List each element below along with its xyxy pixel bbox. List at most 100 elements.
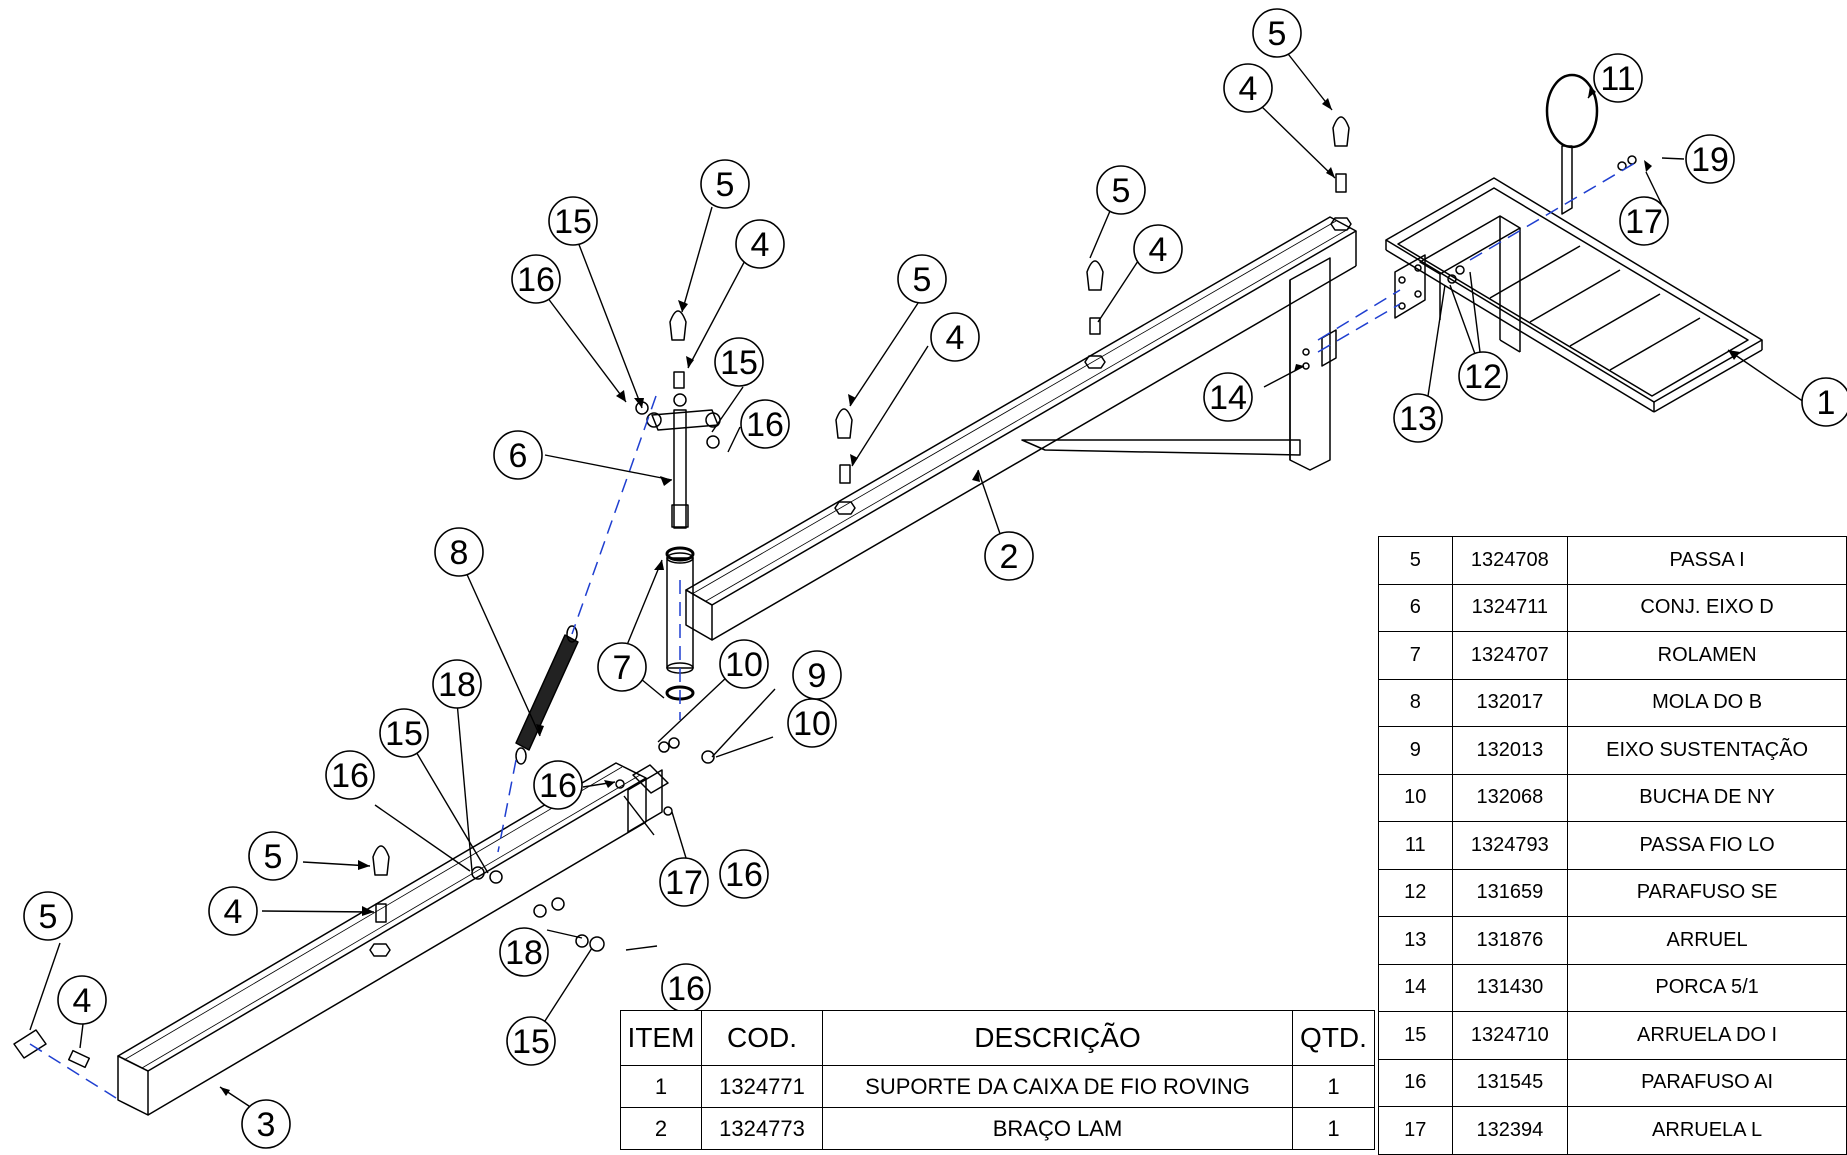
- description-cell: CONJ. EIXO D: [1567, 583, 1847, 632]
- callout-number: 6: [509, 437, 528, 475]
- callout-number: 16: [667, 970, 705, 1008]
- callout-number: 5: [913, 261, 932, 299]
- callout-circle: [787, 698, 837, 748]
- callout-balloon: 17: [659, 857, 709, 907]
- item-cell: 13: [1378, 916, 1453, 965]
- callout-number: 4: [1149, 231, 1168, 269]
- description-cell: PARAFUSO AI: [1567, 1058, 1847, 1107]
- callout-number: 15: [512, 1023, 550, 1061]
- callout-circle: [714, 337, 764, 387]
- item-cell: 12: [1378, 868, 1453, 917]
- code-cell: 1324793: [1451, 821, 1569, 870]
- callout-balloon: 18: [432, 659, 482, 709]
- callout-balloon: 6: [493, 430, 543, 480]
- callout-circle: [208, 886, 258, 936]
- callout-number: 15: [720, 344, 758, 382]
- callout-balloon: 7: [597, 642, 647, 692]
- callout-circle: [506, 1016, 556, 1066]
- item-cell: 8: [1378, 678, 1453, 727]
- description-cell: BRAÇO LAM: [822, 1107, 1293, 1150]
- callout-circle: [659, 857, 709, 907]
- callout-number: 10: [725, 646, 763, 684]
- code-cell: 131659: [1451, 868, 1569, 917]
- callout-number: 5: [264, 838, 283, 876]
- callout-balloon: 15: [548, 196, 598, 246]
- description-cell: ARRUELA L: [1567, 1106, 1847, 1155]
- callout-circle: [597, 642, 647, 692]
- item-cell: 7: [1378, 631, 1453, 680]
- code-cell: 1324773: [701, 1107, 823, 1150]
- callout-balloon: 1: [1801, 377, 1847, 427]
- table-row: 1 1324771 SUPORTE DA CAIXA DE FIO ROVING…: [620, 1065, 1375, 1108]
- callout-balloon: 17: [1619, 196, 1669, 246]
- item-cell: 15: [1378, 1011, 1453, 1060]
- callout-number: 18: [505, 934, 543, 972]
- code-cell: 1324707: [1451, 631, 1569, 680]
- callout-balloon: 15: [379, 708, 429, 758]
- callout-balloon: 4: [57, 975, 107, 1025]
- callout-circle: [1252, 8, 1302, 58]
- description-cell: PARAFUSO SE: [1567, 868, 1847, 917]
- callout-circle: [1593, 53, 1643, 103]
- callout-number: 17: [1625, 203, 1663, 241]
- item-cell: 10: [1378, 773, 1453, 822]
- callout-number: 4: [946, 319, 965, 357]
- center-lines: [29, 159, 1641, 1099]
- callout-circle: [1619, 196, 1669, 246]
- callout-number: 9: [808, 657, 827, 695]
- callout-number: 4: [73, 982, 92, 1020]
- code-cell: 1324771: [701, 1065, 823, 1108]
- callout-circle: [700, 159, 750, 209]
- callout-balloon: 5: [248, 831, 298, 881]
- callout-circle: [1685, 134, 1735, 184]
- code-cell: 1324710: [1451, 1011, 1569, 1060]
- callout-circle: [248, 831, 298, 881]
- callout-balloon: 16: [740, 399, 790, 449]
- parts-list-header: ITEM COD. DESCRIÇÃO QTD.: [620, 1010, 1375, 1066]
- callout-number: 5: [716, 166, 735, 204]
- callout-circle: [1096, 165, 1146, 215]
- description-cell: BUCHA DE NY: [1567, 773, 1847, 822]
- callout-number: 16: [746, 406, 784, 444]
- callout-balloon: 9: [792, 650, 842, 700]
- callout-balloon: 19: [1685, 134, 1735, 184]
- callout-balloon: 4: [1133, 224, 1183, 274]
- callout-number: 16: [539, 767, 577, 805]
- item-cell: 9: [1378, 726, 1453, 775]
- callout-circle: [23, 891, 73, 941]
- callout-number: 5: [1112, 172, 1131, 210]
- callout-balloon: 18: [499, 927, 549, 977]
- code-cell: 131876: [1451, 916, 1569, 965]
- code-cell: 1324711: [1451, 583, 1569, 632]
- item-cell: 5: [1378, 536, 1453, 585]
- callout-circle: [241, 1099, 291, 1149]
- wire-guide-loop: [1545, 73, 1599, 215]
- callout-number: 4: [224, 893, 243, 931]
- callout-number: 19: [1691, 141, 1729, 179]
- callout-number: 3: [257, 1106, 276, 1144]
- item-cell: 11: [1378, 821, 1453, 870]
- code-cell: 131430: [1451, 963, 1569, 1012]
- callout-balloon: 15: [714, 337, 764, 387]
- description-cell: PASSA I: [1567, 536, 1847, 585]
- description-cell: PASSA FIO LO: [1567, 821, 1847, 870]
- callout-balloon: 15: [506, 1016, 556, 1066]
- callout-balloon: 10: [787, 698, 837, 748]
- callout-balloon: 4: [930, 312, 980, 362]
- callout-circle: [325, 750, 375, 800]
- callout-number: 2: [1000, 538, 1019, 576]
- parts-list-left: ITEM COD. DESCRIÇÃO QTD. 1 1324771 SUPOR…: [620, 1010, 1375, 1150]
- callout-number: 10: [793, 705, 831, 743]
- callout-circle: [740, 399, 790, 449]
- callout-circle: [984, 531, 1034, 581]
- quantity-cell: 1: [1292, 1065, 1375, 1108]
- leader-lines: [29, 49, 1805, 1111]
